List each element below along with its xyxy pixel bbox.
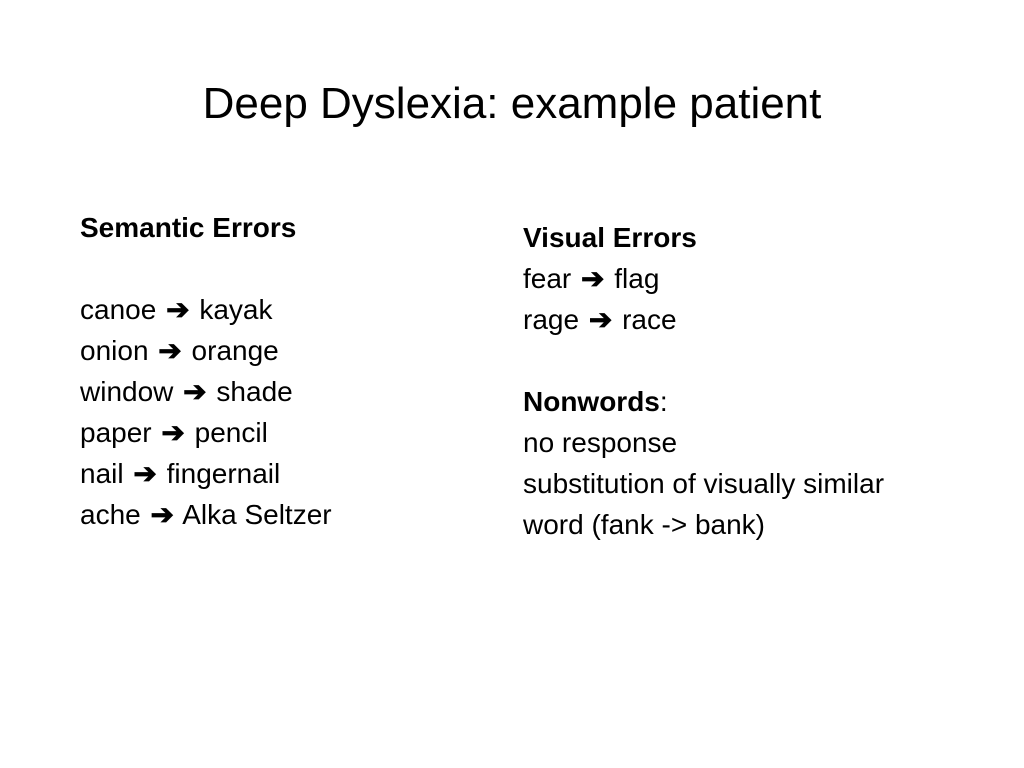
response-word: shade (216, 376, 293, 407)
response-word: Alka Seltzer (182, 499, 332, 530)
response-word: kayak (199, 294, 273, 325)
right-arrow-icon: ➔ (133, 458, 157, 489)
right-arrow-icon: ➔ (150, 499, 174, 530)
visual-errors-column: Visual Errors fear ➔ flag rage ➔ race No… (523, 217, 884, 545)
semantic-error-pair: onion ➔ orange (80, 330, 332, 371)
target-word: paper (80, 417, 152, 448)
response-word: fingernail (166, 458, 281, 489)
target-word: onion (80, 335, 149, 366)
semantic-error-pair: window ➔ shade (80, 371, 332, 412)
nonwords-line: no response (523, 427, 678, 458)
semantic-errors-heading: Semantic Errors (80, 212, 297, 243)
target-word: nail (80, 458, 124, 489)
target-word: rage (523, 304, 580, 335)
spacer (523, 340, 884, 381)
target-word: window (80, 376, 174, 407)
visual-error-pair: rage ➔ race (523, 299, 884, 340)
nonwords-heading: Nonwords (523, 386, 660, 417)
right-arrow-icon: ➔ (166, 294, 190, 325)
semantic-error-pair: ache ➔ Alka Seltzer (80, 494, 332, 535)
slide-title: Deep Dyslexia: example patient (202, 79, 822, 128)
semantic-errors-column: Semantic Errors canoe ➔ kayak onion ➔ or… (80, 207, 332, 535)
response-word: orange (191, 335, 279, 366)
target-word: fear (523, 263, 572, 294)
visual-error-pair: fear ➔ flag (523, 258, 884, 299)
response-word: race (622, 304, 677, 335)
right-arrow-icon: ➔ (158, 335, 182, 366)
target-word: canoe (80, 294, 157, 325)
right-arrow-icon: ➔ (588, 304, 613, 335)
nonwords-line: word (fank -> bank) (523, 509, 765, 540)
semantic-error-pair: nail ➔ fingernail (80, 453, 332, 494)
response-word: pencil (194, 417, 268, 448)
semantic-error-pair: paper ➔ pencil (80, 412, 332, 453)
nonwords-heading-line: Nonwords: (523, 381, 884, 422)
target-word: ache (80, 499, 141, 530)
spacer (80, 248, 332, 289)
response-word: flag (614, 263, 660, 294)
semantic-error-pair: canoe ➔ kayak (80, 289, 332, 330)
right-arrow-icon: ➔ (161, 417, 185, 448)
right-arrow-icon: ➔ (183, 376, 207, 407)
right-arrow-icon: ➔ (581, 263, 605, 294)
nonwords-colon: : (659, 386, 668, 417)
nonwords-line: substitution of visually similar (523, 468, 885, 499)
visual-errors-heading: Visual Errors (523, 222, 697, 253)
